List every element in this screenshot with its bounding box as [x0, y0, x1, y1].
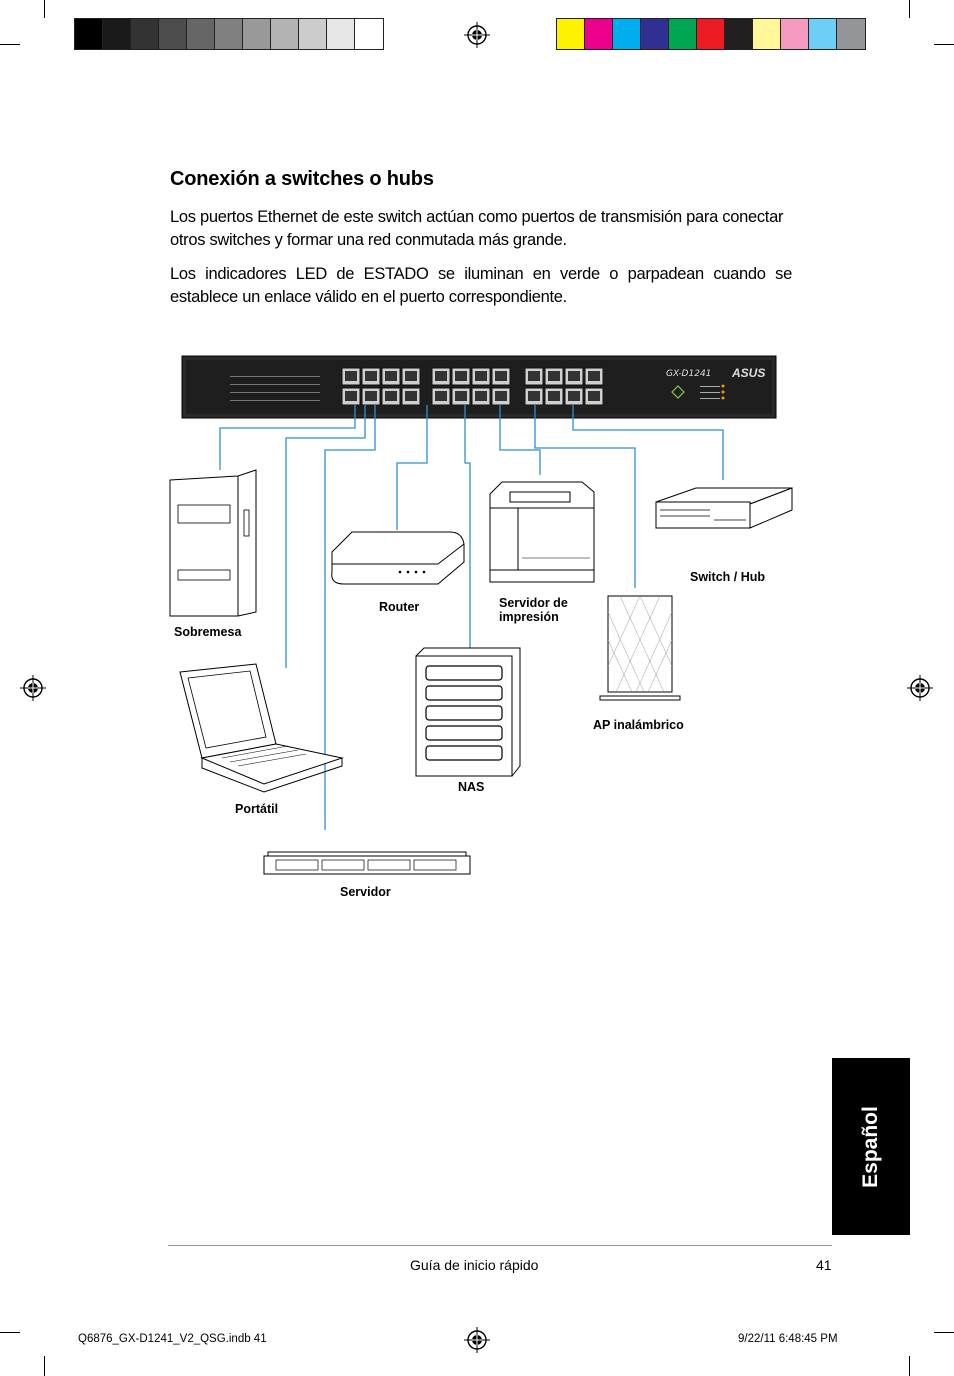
ethernet-port-socket — [568, 391, 580, 401]
ethernet-port-socket — [495, 391, 507, 401]
color-swatch — [215, 19, 243, 49]
registration-target-icon — [464, 22, 490, 48]
label-laptop: Portátil — [235, 802, 278, 816]
ethernet-port-socket — [568, 371, 580, 381]
registration-target-icon — [20, 675, 46, 701]
ethernet-port-socket — [365, 371, 377, 381]
crop-mark — [909, 0, 910, 18]
ethernet-port-socket — [455, 371, 467, 381]
color-swatch — [725, 19, 753, 49]
ethernet-port-socket — [548, 391, 560, 401]
ethernet-port-socket — [588, 371, 600, 381]
gray-calibration-bar — [74, 18, 384, 50]
crop-mark — [0, 44, 20, 45]
label-server: Servidor — [340, 885, 391, 899]
label-nas: NAS — [458, 780, 484, 794]
color-swatch — [75, 19, 103, 49]
registration-target-icon — [464, 1327, 490, 1353]
ethernet-port-socket — [495, 371, 507, 381]
ethernet-port-socket — [475, 371, 487, 381]
switch-hub-icon — [656, 488, 792, 528]
ethernet-port-socket — [365, 391, 377, 401]
color-swatch — [585, 19, 613, 49]
ethernet-port-socket — [528, 371, 540, 381]
label-router: Router — [379, 600, 419, 614]
ethernet-port-socket — [588, 391, 600, 401]
ethernet-port-socket — [455, 391, 467, 401]
desktop-pc-icon — [170, 470, 256, 616]
ethernet-port-socket — [345, 391, 357, 401]
color-swatch — [271, 19, 299, 49]
color-swatch — [131, 19, 159, 49]
ethernet-port-socket — [385, 371, 397, 381]
color-swatch — [187, 19, 215, 49]
router-icon — [332, 532, 464, 584]
switch-model-text: GX-D1241 — [666, 369, 711, 379]
page-title: Conexión a switches o hubs — [170, 168, 434, 191]
color-swatch — [557, 19, 585, 49]
color-swatch — [697, 19, 725, 49]
ethernet-port-socket — [345, 371, 357, 381]
ethernet-port-socket — [405, 371, 417, 381]
ethernet-port-socket — [528, 391, 540, 401]
color-calibration-bar — [556, 18, 866, 50]
language-tab-label: Español — [859, 1106, 883, 1188]
registration-target-icon — [907, 675, 933, 701]
ethernet-port-socket — [475, 391, 487, 401]
footer-page-number: 41 — [816, 1257, 832, 1273]
crop-mark — [44, 0, 45, 18]
color-swatch — [103, 19, 131, 49]
crop-mark — [909, 1356, 910, 1376]
color-swatch — [299, 19, 327, 49]
ethernet-port-socket — [405, 391, 417, 401]
network-diagram: GX-D1241 ASUS — [160, 350, 810, 910]
color-swatch — [837, 19, 865, 49]
printer-icon — [490, 482, 594, 582]
crop-mark — [0, 1332, 20, 1333]
ethernet-port-socket — [435, 391, 447, 401]
color-swatch — [159, 19, 187, 49]
color-swatch — [809, 19, 837, 49]
wireless-ap-icon — [600, 596, 680, 700]
color-swatch — [355, 19, 383, 49]
switch-device-icon: GX-D1241 ASUS — [182, 356, 776, 418]
nas-icon — [416, 648, 520, 776]
print-slug-datetime: 9/22/11 6:48:45 PM — [738, 1333, 838, 1345]
language-tab: Español — [832, 1058, 910, 1235]
ethernet-port-socket — [435, 371, 447, 381]
color-swatch — [641, 19, 669, 49]
color-swatch — [753, 19, 781, 49]
rack-server-icon — [264, 852, 470, 874]
paragraph-led: Los indicadores LED de ESTADO se ilumina… — [170, 263, 792, 309]
color-swatch — [327, 19, 355, 49]
footer-guide-title: Guía de inicio rápido — [410, 1257, 538, 1273]
label-desktop: Sobremesa — [174, 625, 241, 639]
color-swatch — [669, 19, 697, 49]
crop-mark — [44, 1356, 45, 1376]
paragraph-intro: Los puertos Ethernet de este switch actú… — [170, 206, 792, 252]
ethernet-port-socket — [548, 371, 560, 381]
footer-divider — [168, 1245, 832, 1246]
color-swatch — [613, 19, 641, 49]
crop-mark — [934, 1332, 954, 1333]
switch-brand-text: ASUS — [731, 366, 765, 380]
crop-mark — [934, 44, 954, 45]
label-print-server: Servidor de impresión — [499, 596, 585, 624]
color-swatch — [781, 19, 809, 49]
label-switch-hub: Switch / Hub — [690, 570, 765, 584]
ethernet-port-socket — [385, 391, 397, 401]
print-slug-file: Q6876_GX-D1241_V2_QSG.indb 41 — [78, 1333, 267, 1345]
laptop-icon — [180, 664, 342, 792]
color-swatch — [243, 19, 271, 49]
label-wireless-ap: AP inalámbrico — [593, 718, 684, 732]
